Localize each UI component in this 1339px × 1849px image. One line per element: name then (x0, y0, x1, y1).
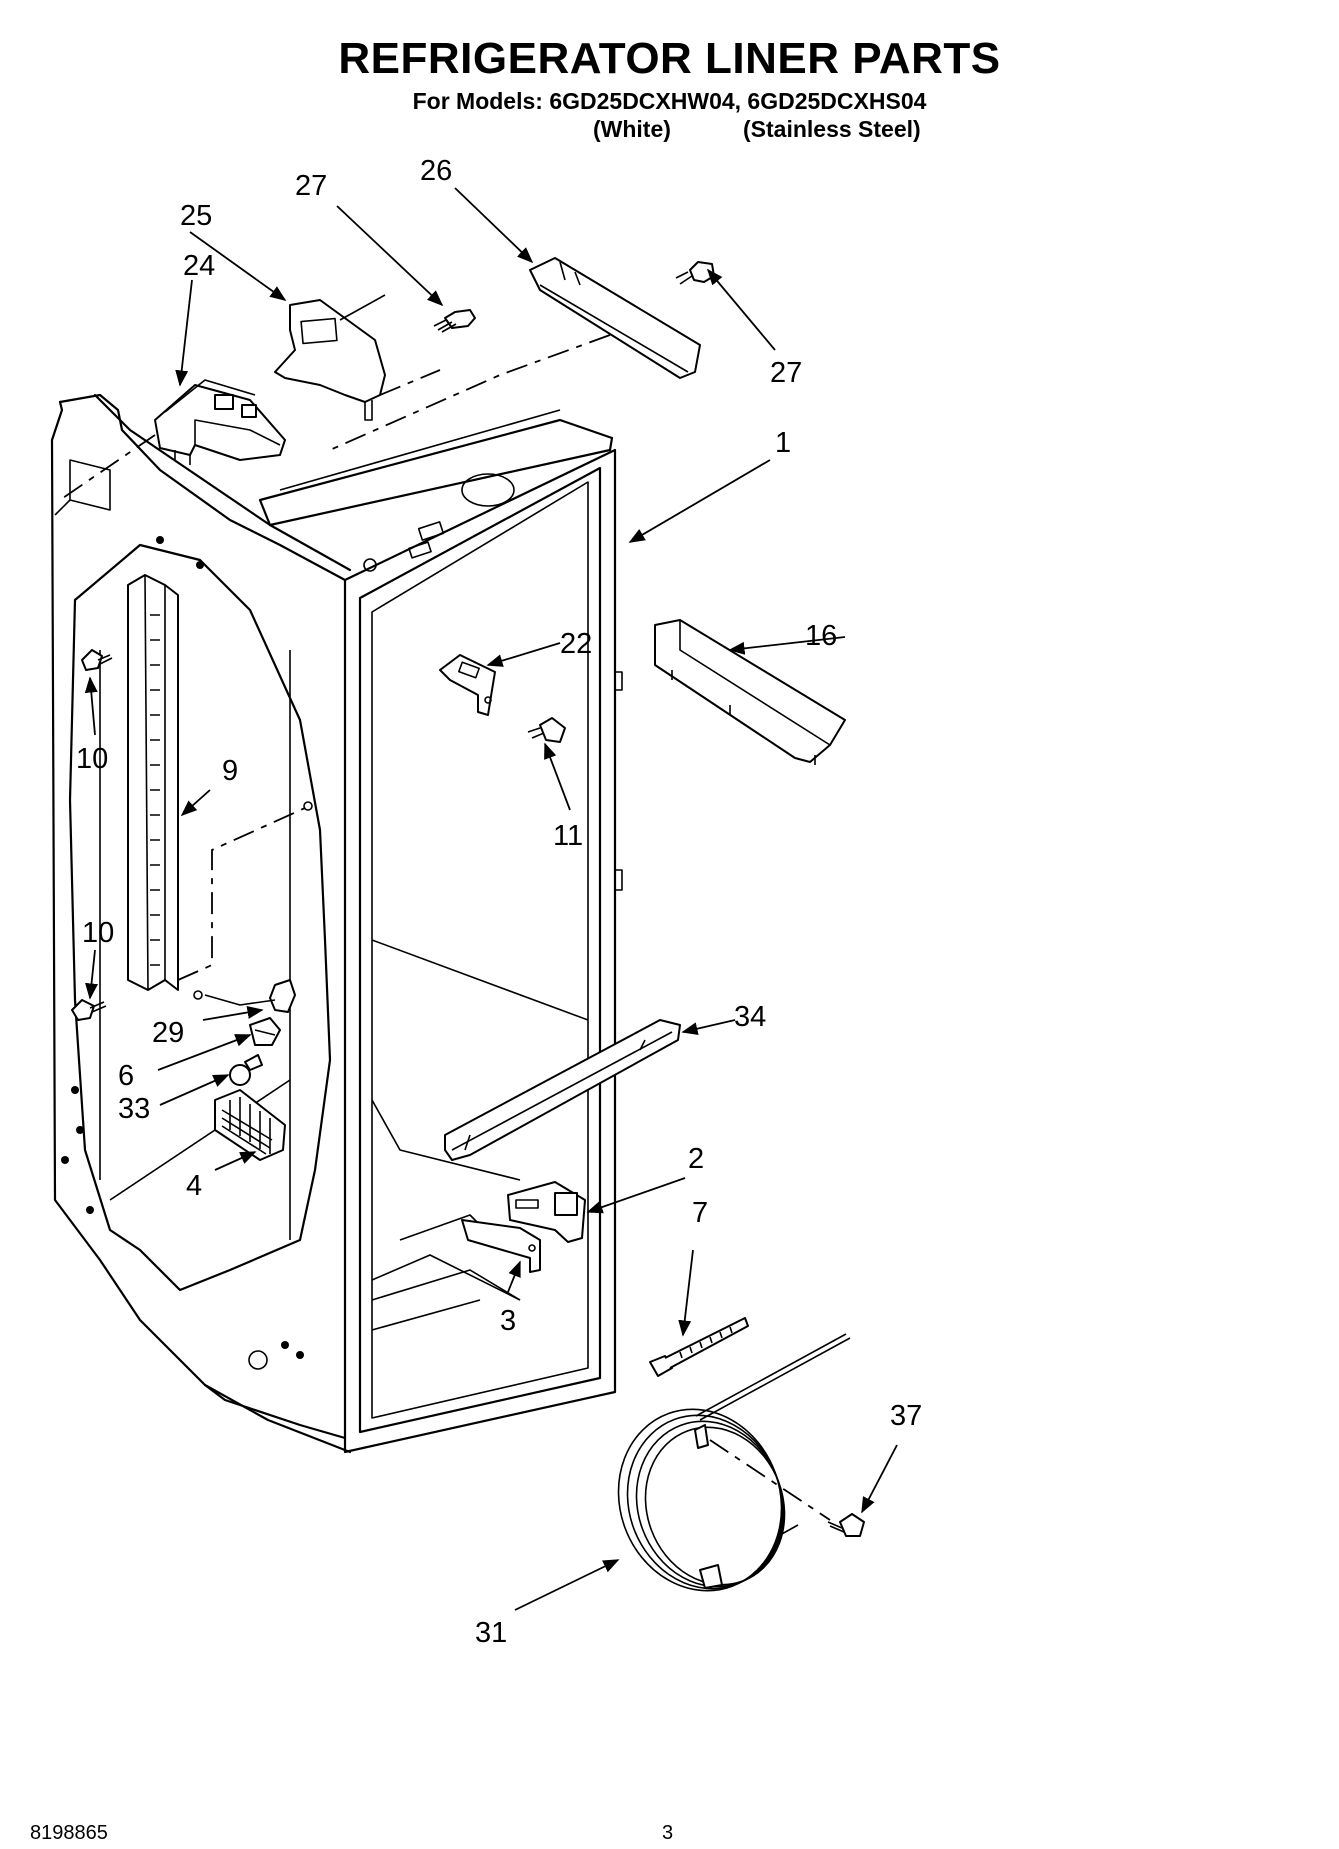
screw-27-right (675, 261, 715, 285)
leader-lines (84, 187, 898, 1611)
screw-10-lower (71, 999, 107, 1021)
callout-26: 26 (420, 155, 452, 187)
screw-10-upper (81, 649, 113, 671)
callout-29: 29 (152, 1017, 184, 1049)
callout-2: 2 (688, 1143, 704, 1175)
callout-34: 34 (734, 1001, 766, 1033)
callout-6: 6 (118, 1060, 134, 1092)
light-shield (214, 1089, 286, 1161)
light-socket (193, 979, 296, 1046)
cable-tie (649, 1317, 749, 1377)
page-number: 3 (662, 1822, 674, 1844)
callout-1: 1 (775, 427, 791, 459)
callout-10-upper: 10 (76, 743, 108, 775)
callout-11: 11 (553, 820, 583, 852)
callout-22: 22 (560, 628, 592, 660)
wire-harness (617, 1333, 851, 1592)
document-number: 8198865 (30, 1822, 108, 1844)
light-housing (59, 379, 286, 501)
bracket-22 (439, 654, 496, 716)
callout-27-top: 27 (295, 170, 327, 202)
screw-11 (527, 717, 566, 743)
callout-25: 25 (180, 200, 212, 232)
callout-3: 3 (500, 1305, 516, 1337)
liner-body (50, 393, 623, 1454)
light-bulb (229, 1054, 263, 1086)
variant-stainless-steel: (Stainless Steel) (743, 116, 921, 142)
page-title: REFRIGERATOR LINER PARTS (338, 34, 1001, 83)
bracket-2 (507, 1181, 586, 1243)
callout-37: 37 (890, 1400, 922, 1432)
callout-7: 7 (692, 1197, 708, 1229)
callout-33: 33 (118, 1093, 150, 1125)
side-rail (654, 619, 846, 765)
bracket-3 (461, 1219, 541, 1273)
callout-31: 31 (475, 1617, 507, 1649)
callout-10-lower: 10 (82, 917, 114, 949)
screw-27-left (433, 309, 476, 333)
top-rail (329, 257, 701, 451)
callout-27-right: 27 (770, 357, 802, 389)
shelf-ladder-rail (127, 574, 313, 991)
cross-rail (444, 1019, 681, 1161)
callout-9: 9 (222, 755, 238, 787)
screw-37 (827, 1513, 865, 1537)
callout-16: 16 (805, 620, 837, 652)
models-line: For Models: 6GD25DCXHW04, 6GD25DCXHS04 (412, 88, 927, 114)
light-bracket (274, 294, 441, 421)
callout-4: 4 (186, 1170, 202, 1202)
callout-24: 24 (183, 250, 215, 282)
variant-white: (White) (593, 116, 671, 142)
